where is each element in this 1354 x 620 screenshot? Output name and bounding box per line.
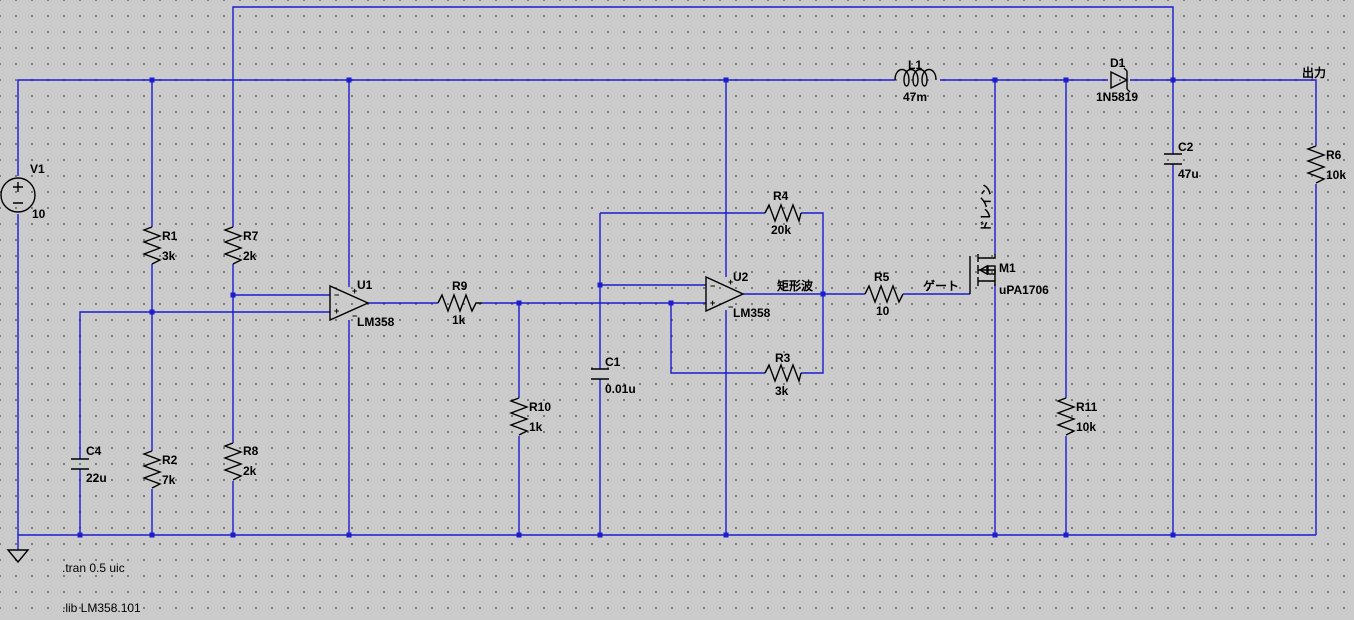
c2-ref: C2 (1178, 140, 1194, 154)
d1-ref: D1 (1110, 56, 1126, 70)
capacitor-c4[interactable] (71, 458, 89, 470)
r5-value: 10 (876, 304, 890, 318)
opamp-u1[interactable]: − + + − (329, 284, 370, 322)
r6-value: 10k (1326, 168, 1346, 182)
directive-lib: .lib LM358.101 (62, 601, 141, 615)
r5-ref: R5 (874, 270, 890, 284)
u2-value: LM358 (733, 306, 771, 320)
r4-value: 20k (771, 223, 791, 237)
capacitor-c2[interactable] (1164, 153, 1182, 165)
resistor-r9[interactable] (437, 293, 482, 313)
r11-ref: R11 (1076, 400, 1098, 414)
c4-value: 22u (86, 471, 107, 485)
svg-text:−: − (352, 311, 357, 321)
r4-ref: R4 (773, 189, 789, 203)
r2-value: 7k (162, 473, 176, 487)
junction-dots (77, 77, 1176, 538)
u1-value: LM358 (357, 315, 395, 329)
net-label-square-wave: 矩形波 (776, 278, 814, 293)
opamp-u2[interactable]: − + + − (705, 275, 745, 313)
c1-ref: C1 (605, 355, 621, 369)
r10-value: 1k (529, 420, 543, 434)
resistor-r8[interactable] (223, 442, 243, 481)
r3-value: 3k (775, 384, 789, 398)
capacitor-c1[interactable] (591, 368, 609, 380)
svg-text:+: + (710, 298, 715, 308)
v1-ref: V1 (30, 162, 45, 176)
m1-ref: M1 (999, 261, 1016, 275)
resistor-r5[interactable] (864, 284, 904, 304)
u2-ref: U2 (733, 270, 749, 284)
r7-ref: R7 (243, 229, 259, 243)
resistor-r11[interactable] (1056, 397, 1076, 436)
net-label-drain: ドレイン (979, 184, 993, 232)
svg-text:+: + (728, 277, 733, 287)
l1-value: 47m (903, 90, 927, 104)
diode-d1[interactable] (1110, 67, 1131, 93)
net-label-output: 出力 (1302, 65, 1326, 80)
resistor-r10[interactable] (509, 397, 529, 436)
component-labels: V1 10 R1 3k R2 7k R7 2k R8 2k C4 22u U1 … (30, 56, 1346, 487)
ground-icon (6, 549, 30, 564)
resistor-r4[interactable] (764, 203, 802, 224)
c4-ref: C4 (86, 444, 102, 458)
m1-value: uPA1706 (999, 283, 1049, 297)
wires (17, 6, 1317, 550)
directive-tran: .tran 0.5 uic (62, 561, 125, 575)
r3-ref: R3 (775, 351, 791, 365)
l1-ref: L1 (908, 58, 922, 72)
r9-ref: R9 (452, 279, 468, 293)
resistor-r1[interactable] (142, 226, 162, 265)
resistor-r7[interactable] (223, 226, 243, 265)
r1-ref: R1 (162, 229, 178, 243)
r11-value: 10k (1076, 420, 1096, 434)
r8-value: 2k (243, 464, 257, 478)
resistor-r6[interactable] (1306, 145, 1326, 184)
spice-directives: .tran 0.5 uic .lib LM358.101 (62, 561, 141, 615)
svg-text:+: + (352, 286, 357, 296)
svg-text:−: − (710, 281, 715, 291)
svg-text:+: + (334, 306, 339, 316)
v1-value: 10 (32, 207, 46, 221)
c1-value: 0.01u (605, 382, 636, 396)
r9-value: 1k (452, 313, 466, 327)
c2-value: 47u (1178, 167, 1199, 181)
inductor-l1[interactable] (894, 68, 937, 87)
r7-value: 2k (243, 249, 257, 263)
resistor-r3[interactable] (764, 363, 802, 384)
r10-ref: R10 (529, 400, 551, 414)
r1-value: 3k (162, 249, 176, 263)
r8-ref: R8 (243, 444, 259, 458)
net-labels: 出力 矩形波 ゲート ドレイン (776, 65, 1326, 293)
mosfet-m1[interactable] (969, 254, 996, 294)
svg-text:−: − (334, 290, 339, 300)
net-label-gate: ゲート (923, 278, 959, 293)
svg-text:−: − (728, 302, 733, 312)
resistor-r2[interactable] (142, 450, 162, 489)
r2-ref: R2 (162, 453, 178, 467)
r6-ref: R6 (1326, 148, 1342, 162)
u1-ref: U1 (357, 278, 373, 292)
d1-value: 1N5819 (1096, 90, 1138, 104)
voltage-source-v1[interactable] (0, 177, 36, 213)
